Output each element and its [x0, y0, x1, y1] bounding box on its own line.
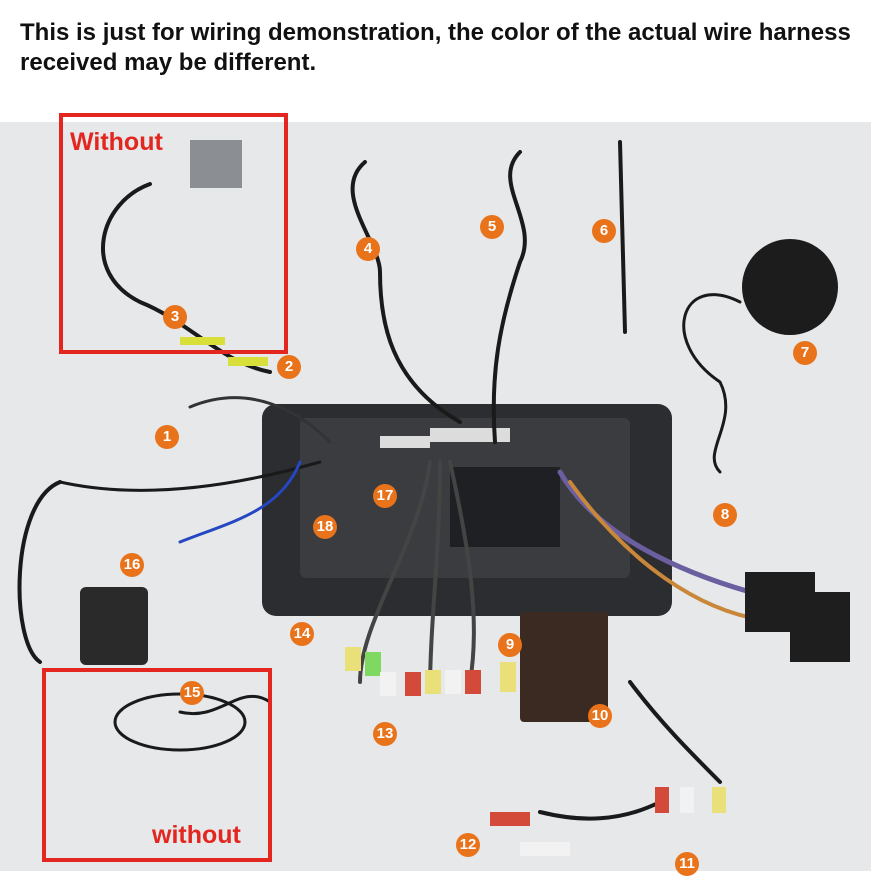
marker-15: 15 [180, 681, 204, 705]
marker-2: 2 [277, 355, 301, 379]
marker-8: 8 [713, 503, 737, 527]
marker-11: 11 [675, 852, 699, 876]
marker-13: 13 [373, 722, 397, 746]
marker-6: 6 [592, 219, 616, 243]
without-box-top [59, 113, 288, 354]
marker-16: 16 [120, 553, 144, 577]
marker-10: 10 [588, 704, 612, 728]
without-label-bottom: without [152, 821, 241, 849]
marker-3: 3 [163, 305, 187, 329]
marker-12: 12 [456, 833, 480, 857]
marker-9: 9 [498, 633, 522, 657]
wiring-photo [0, 122, 871, 871]
marker-5: 5 [480, 215, 504, 239]
without-label-top: Without [70, 128, 163, 156]
marker-18: 18 [313, 515, 337, 539]
marker-17: 17 [373, 484, 397, 508]
without-box-bottom [42, 668, 272, 862]
wiring-illustration [17, 140, 850, 856]
canbus-box [520, 612, 608, 722]
caption-text: This is just for wiring demonstration, t… [20, 19, 851, 76]
marker-4: 4 [356, 237, 380, 261]
marker-1: 1 [155, 425, 179, 449]
marker-7: 7 [793, 341, 817, 365]
marker-14: 14 [290, 622, 314, 646]
